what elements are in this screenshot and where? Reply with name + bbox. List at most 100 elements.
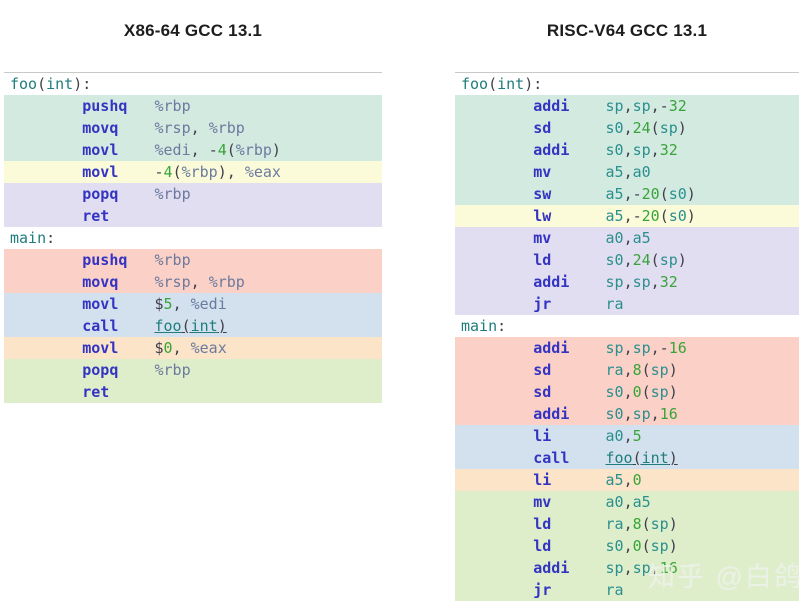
asm-line: pushq %rbp bbox=[4, 95, 382, 117]
register-token: a5 bbox=[605, 471, 624, 489]
mnemonic-token: sd bbox=[533, 361, 552, 379]
asm-line: addi s0,sp,32 bbox=[455, 139, 799, 161]
asm-line: sw a5,-20(s0) bbox=[455, 183, 799, 205]
punctuation-token: $ bbox=[154, 339, 164, 357]
space bbox=[10, 119, 82, 137]
register-token: %rbp bbox=[181, 163, 218, 181]
asm-line: popq %rbp bbox=[4, 359, 382, 381]
mnemonic-token: movl bbox=[82, 141, 119, 159]
mnemonic-token: sw bbox=[533, 185, 552, 203]
asm-label-line: foo(int): bbox=[4, 73, 382, 95]
punctuation-token: ( bbox=[641, 361, 651, 379]
punctuation-token: - bbox=[154, 163, 164, 181]
call-target-link[interactable]: int bbox=[641, 449, 669, 467]
mnemonic-token: addi bbox=[533, 559, 570, 577]
call-target-link[interactable]: int bbox=[190, 317, 218, 335]
mnemonic-token: mv bbox=[533, 163, 552, 181]
call-target-link[interactable]: ( bbox=[632, 449, 642, 467]
number-token: 4 bbox=[217, 141, 227, 159]
register-token: sp bbox=[659, 251, 678, 269]
register-token: a0 bbox=[632, 163, 651, 181]
punctuation-token: , bbox=[623, 383, 633, 401]
asm-line: mv a0,a5 bbox=[455, 227, 799, 249]
space bbox=[118, 361, 154, 379]
space bbox=[569, 405, 605, 423]
punctuation-token: ( bbox=[226, 141, 236, 159]
call-target-link[interactable]: foo bbox=[605, 449, 633, 467]
punctuation-token: , bbox=[650, 273, 660, 291]
panel-title-riscv: RISC-V64 GCC 13.1 bbox=[546, 21, 708, 40]
mnemonic-token: sd bbox=[533, 119, 552, 137]
punctuation-token: ,- bbox=[650, 339, 669, 357]
register-token: a0 bbox=[605, 229, 624, 247]
call-target-link[interactable]: ) bbox=[217, 317, 227, 335]
asm-line: mv a5,a0 bbox=[455, 161, 799, 183]
space bbox=[461, 493, 533, 511]
space bbox=[10, 97, 82, 115]
punctuation-token: ( bbox=[488, 75, 498, 93]
space bbox=[461, 383, 533, 401]
punctuation-token: , bbox=[190, 141, 200, 159]
space bbox=[461, 207, 533, 225]
mnemonic-token: movq bbox=[82, 273, 119, 291]
asm-line: ld s0,24(sp) bbox=[455, 249, 799, 271]
register-token: %rbp bbox=[208, 119, 245, 137]
register-token: %rbp bbox=[208, 273, 245, 291]
asm-line: ld s0,0(sp) bbox=[455, 535, 799, 557]
punctuation-token: ) bbox=[686, 207, 696, 225]
register-token: ra bbox=[605, 581, 624, 599]
punctuation-token: ) bbox=[668, 361, 678, 379]
register-token: %eax bbox=[190, 339, 227, 357]
space bbox=[461, 559, 533, 577]
punctuation-token: ( bbox=[641, 515, 651, 533]
asm-line: call foo(int) bbox=[455, 447, 799, 469]
register-token: a5 bbox=[605, 207, 624, 225]
space bbox=[551, 515, 605, 533]
space bbox=[10, 383, 82, 401]
asm-line: addi sp,sp,32 bbox=[455, 271, 799, 293]
mnemonic-token: jr bbox=[533, 581, 552, 599]
space bbox=[569, 559, 605, 577]
register-token: sp bbox=[605, 273, 624, 291]
punctuation-token: ): bbox=[73, 75, 92, 93]
call-target-link[interactable]: ) bbox=[668, 449, 678, 467]
mnemonic-token: movl bbox=[82, 339, 119, 357]
number-token: 32 bbox=[668, 97, 687, 115]
space bbox=[569, 449, 605, 467]
asm-line: movq %rsp, %rbp bbox=[4, 117, 382, 139]
punctuation-token: , bbox=[650, 141, 660, 159]
punctuation-token: ) bbox=[668, 515, 678, 533]
register-token: %edi bbox=[154, 141, 191, 159]
mnemonic-token: addi bbox=[533, 405, 570, 423]
space bbox=[461, 427, 533, 445]
register-token: %rsp bbox=[154, 273, 191, 291]
punctuation-token: , bbox=[623, 361, 633, 379]
punctuation-token: , bbox=[623, 229, 633, 247]
mnemonic-token: li bbox=[533, 427, 552, 445]
label-token: int bbox=[497, 75, 525, 93]
space bbox=[118, 339, 154, 357]
call-target-link[interactable]: ( bbox=[181, 317, 191, 335]
punctuation-token: ,- bbox=[623, 185, 642, 203]
space bbox=[551, 493, 605, 511]
register-token: sp bbox=[605, 339, 624, 357]
mnemonic-token: ld bbox=[533, 537, 552, 555]
space bbox=[200, 141, 209, 159]
register-token: sp bbox=[632, 559, 651, 577]
asm-label-line: foo(int): bbox=[455, 73, 799, 95]
asm-line: ld ra,8(sp) bbox=[455, 513, 799, 535]
space bbox=[461, 141, 533, 159]
register-token: sp bbox=[659, 119, 678, 137]
punctuation-token: ( bbox=[659, 185, 669, 203]
mnemonic-token: movl bbox=[82, 295, 119, 313]
punctuation-token: ) bbox=[668, 537, 678, 555]
mnemonic-token: movq bbox=[82, 119, 119, 137]
punctuation-token: ) bbox=[271, 141, 281, 159]
mnemonic-token: popq bbox=[82, 185, 119, 203]
call-target-link[interactable]: foo bbox=[154, 317, 182, 335]
punctuation-token: , bbox=[190, 119, 200, 137]
mnemonic-token: li bbox=[533, 471, 552, 489]
space bbox=[10, 163, 82, 181]
space bbox=[551, 207, 605, 225]
register-token: %rbp bbox=[154, 361, 191, 379]
